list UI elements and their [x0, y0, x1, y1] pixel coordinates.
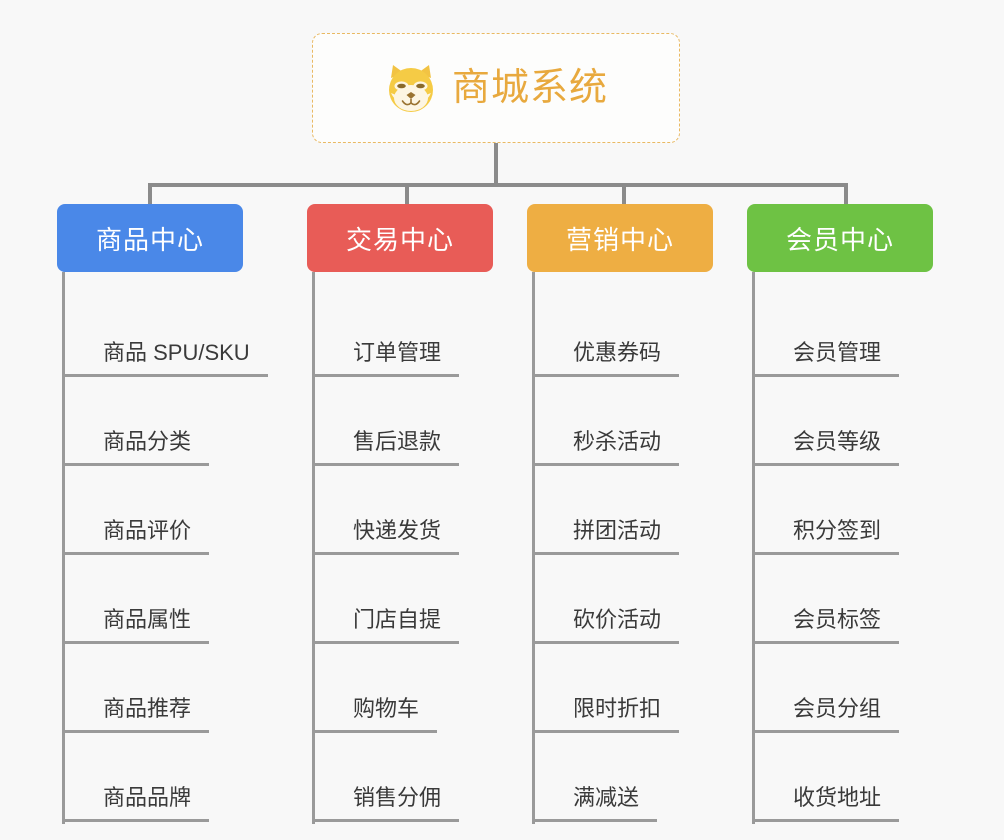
leaf-label: 商品分类: [65, 431, 210, 466]
leaf-item[interactable]: 商品推荐: [57, 644, 243, 733]
leaf-item[interactable]: 积分签到: [747, 466, 933, 555]
connector-root-stem: [494, 143, 498, 187]
connector-drop-3: [844, 183, 848, 206]
leaf-item[interactable]: 商品品牌: [57, 733, 243, 822]
leaf-label: 会员管理: [755, 342, 900, 377]
leaf-list-member: 会员管理 会员等级 积分签到 会员标签 会员分组 收货地址: [747, 272, 933, 824]
shiba-dog-face-icon: [384, 62, 438, 114]
leaf-item[interactable]: 商品评价: [57, 466, 243, 555]
leaf-label: 会员等级: [755, 431, 900, 466]
leaf-item[interactable]: 订单管理: [307, 288, 493, 377]
leaf-item[interactable]: 售后退款: [307, 377, 493, 466]
leaf-label: 会员分组: [755, 698, 900, 733]
category-label: 交易中心: [345, 224, 454, 255]
leaf-item[interactable]: 商品 SPU/SKU: [57, 288, 268, 377]
leaf-label: 商品品牌: [65, 787, 210, 822]
category-column-trade: 交易中心 订单管理 售后退款 快递发货 门店自提 购物车 销售分佣: [307, 204, 493, 824]
column-spine: [752, 272, 755, 824]
leaf-label: 收货地址: [755, 787, 900, 822]
leaf-item[interactable]: 会员等级: [747, 377, 933, 466]
leaf-label: 秒杀活动: [535, 431, 680, 466]
category-header-member[interactable]: 会员中心: [747, 204, 933, 272]
leaf-label: 购物车: [315, 698, 438, 733]
column-spine: [532, 272, 535, 824]
leaf-label: 满减送: [535, 787, 658, 822]
leaf-label: 商品推荐: [65, 698, 210, 733]
connector-drop-1: [405, 183, 409, 206]
connector-drop-2: [622, 183, 626, 206]
column-spine: [62, 272, 65, 824]
category-header-product[interactable]: 商品中心: [57, 204, 243, 272]
connector-bus: [148, 183, 848, 187]
leaf-item[interactable]: 商品属性: [57, 555, 243, 644]
leaf-item[interactable]: 收货地址: [747, 733, 933, 822]
leaf-label: 优惠券码: [535, 342, 680, 377]
leaf-item[interactable]: 会员分组: [747, 644, 933, 733]
leaf-item[interactable]: 快递发货: [307, 466, 493, 555]
leaf-item[interactable]: 商品分类: [57, 377, 243, 466]
leaf-label: 积分签到: [755, 520, 900, 555]
category-label: 营销中心: [565, 224, 674, 255]
leaf-item[interactable]: 门店自提: [307, 555, 493, 644]
leaf-item[interactable]: 优惠券码: [527, 288, 713, 377]
leaf-label: 商品属性: [65, 609, 210, 644]
leaf-label: 会员标签: [755, 609, 900, 644]
leaf-label: 门店自提: [315, 609, 460, 644]
leaf-item[interactable]: 秒杀活动: [527, 377, 713, 466]
category-column-product: 商品中心 商品 SPU/SKU 商品分类 商品评价 商品属性 商品推荐 商品品牌: [57, 204, 268, 824]
leaf-label: 订单管理: [315, 342, 460, 377]
leaf-item[interactable]: 满减送: [527, 733, 713, 822]
leaf-list-marketing: 优惠券码 秒杀活动 拼团活动 砍价活动 限时折扣 满减送: [527, 272, 713, 824]
category-label: 商品中心: [95, 224, 204, 255]
connector-drop-0: [148, 183, 152, 206]
leaf-label: 销售分佣: [315, 787, 460, 822]
category-column-member: 会员中心 会员管理 会员等级 积分签到 会员标签 会员分组 收货地址: [747, 204, 933, 824]
category-header-trade[interactable]: 交易中心: [307, 204, 493, 272]
leaf-label: 砍价活动: [535, 609, 680, 644]
category-header-marketing[interactable]: 营销中心: [527, 204, 713, 272]
leaf-label: 商品评价: [65, 520, 210, 555]
leaf-label: 商品 SPU/SKU: [65, 342, 268, 377]
root-title: 商城系统: [451, 67, 608, 109]
leaf-item[interactable]: 限时折扣: [527, 644, 713, 733]
leaf-label: 售后退款: [315, 431, 460, 466]
leaf-list-trade: 订单管理 售后退款 快递发货 门店自提 购物车 销售分佣: [307, 272, 493, 824]
root-node[interactable]: 商城系统: [312, 33, 680, 143]
leaf-item[interactable]: 会员管理: [747, 288, 933, 377]
column-spine: [312, 272, 315, 824]
leaf-item[interactable]: 会员标签: [747, 555, 933, 644]
leaf-label: 限时折扣: [535, 698, 680, 733]
leaf-item[interactable]: 销售分佣: [307, 733, 493, 822]
category-label: 会员中心: [785, 224, 894, 255]
category-column-marketing: 营销中心 优惠券码 秒杀活动 拼团活动 砍价活动 限时折扣 满减送: [527, 204, 713, 824]
leaf-label: 快递发货: [315, 520, 460, 555]
leaf-item[interactable]: 砍价活动: [527, 555, 713, 644]
leaf-list-product: 商品 SPU/SKU 商品分类 商品评价 商品属性 商品推荐 商品品牌: [57, 272, 268, 824]
leaf-item[interactable]: 购物车: [307, 644, 493, 733]
leaf-label: 拼团活动: [535, 520, 680, 555]
leaf-item[interactable]: 拼团活动: [527, 466, 713, 555]
